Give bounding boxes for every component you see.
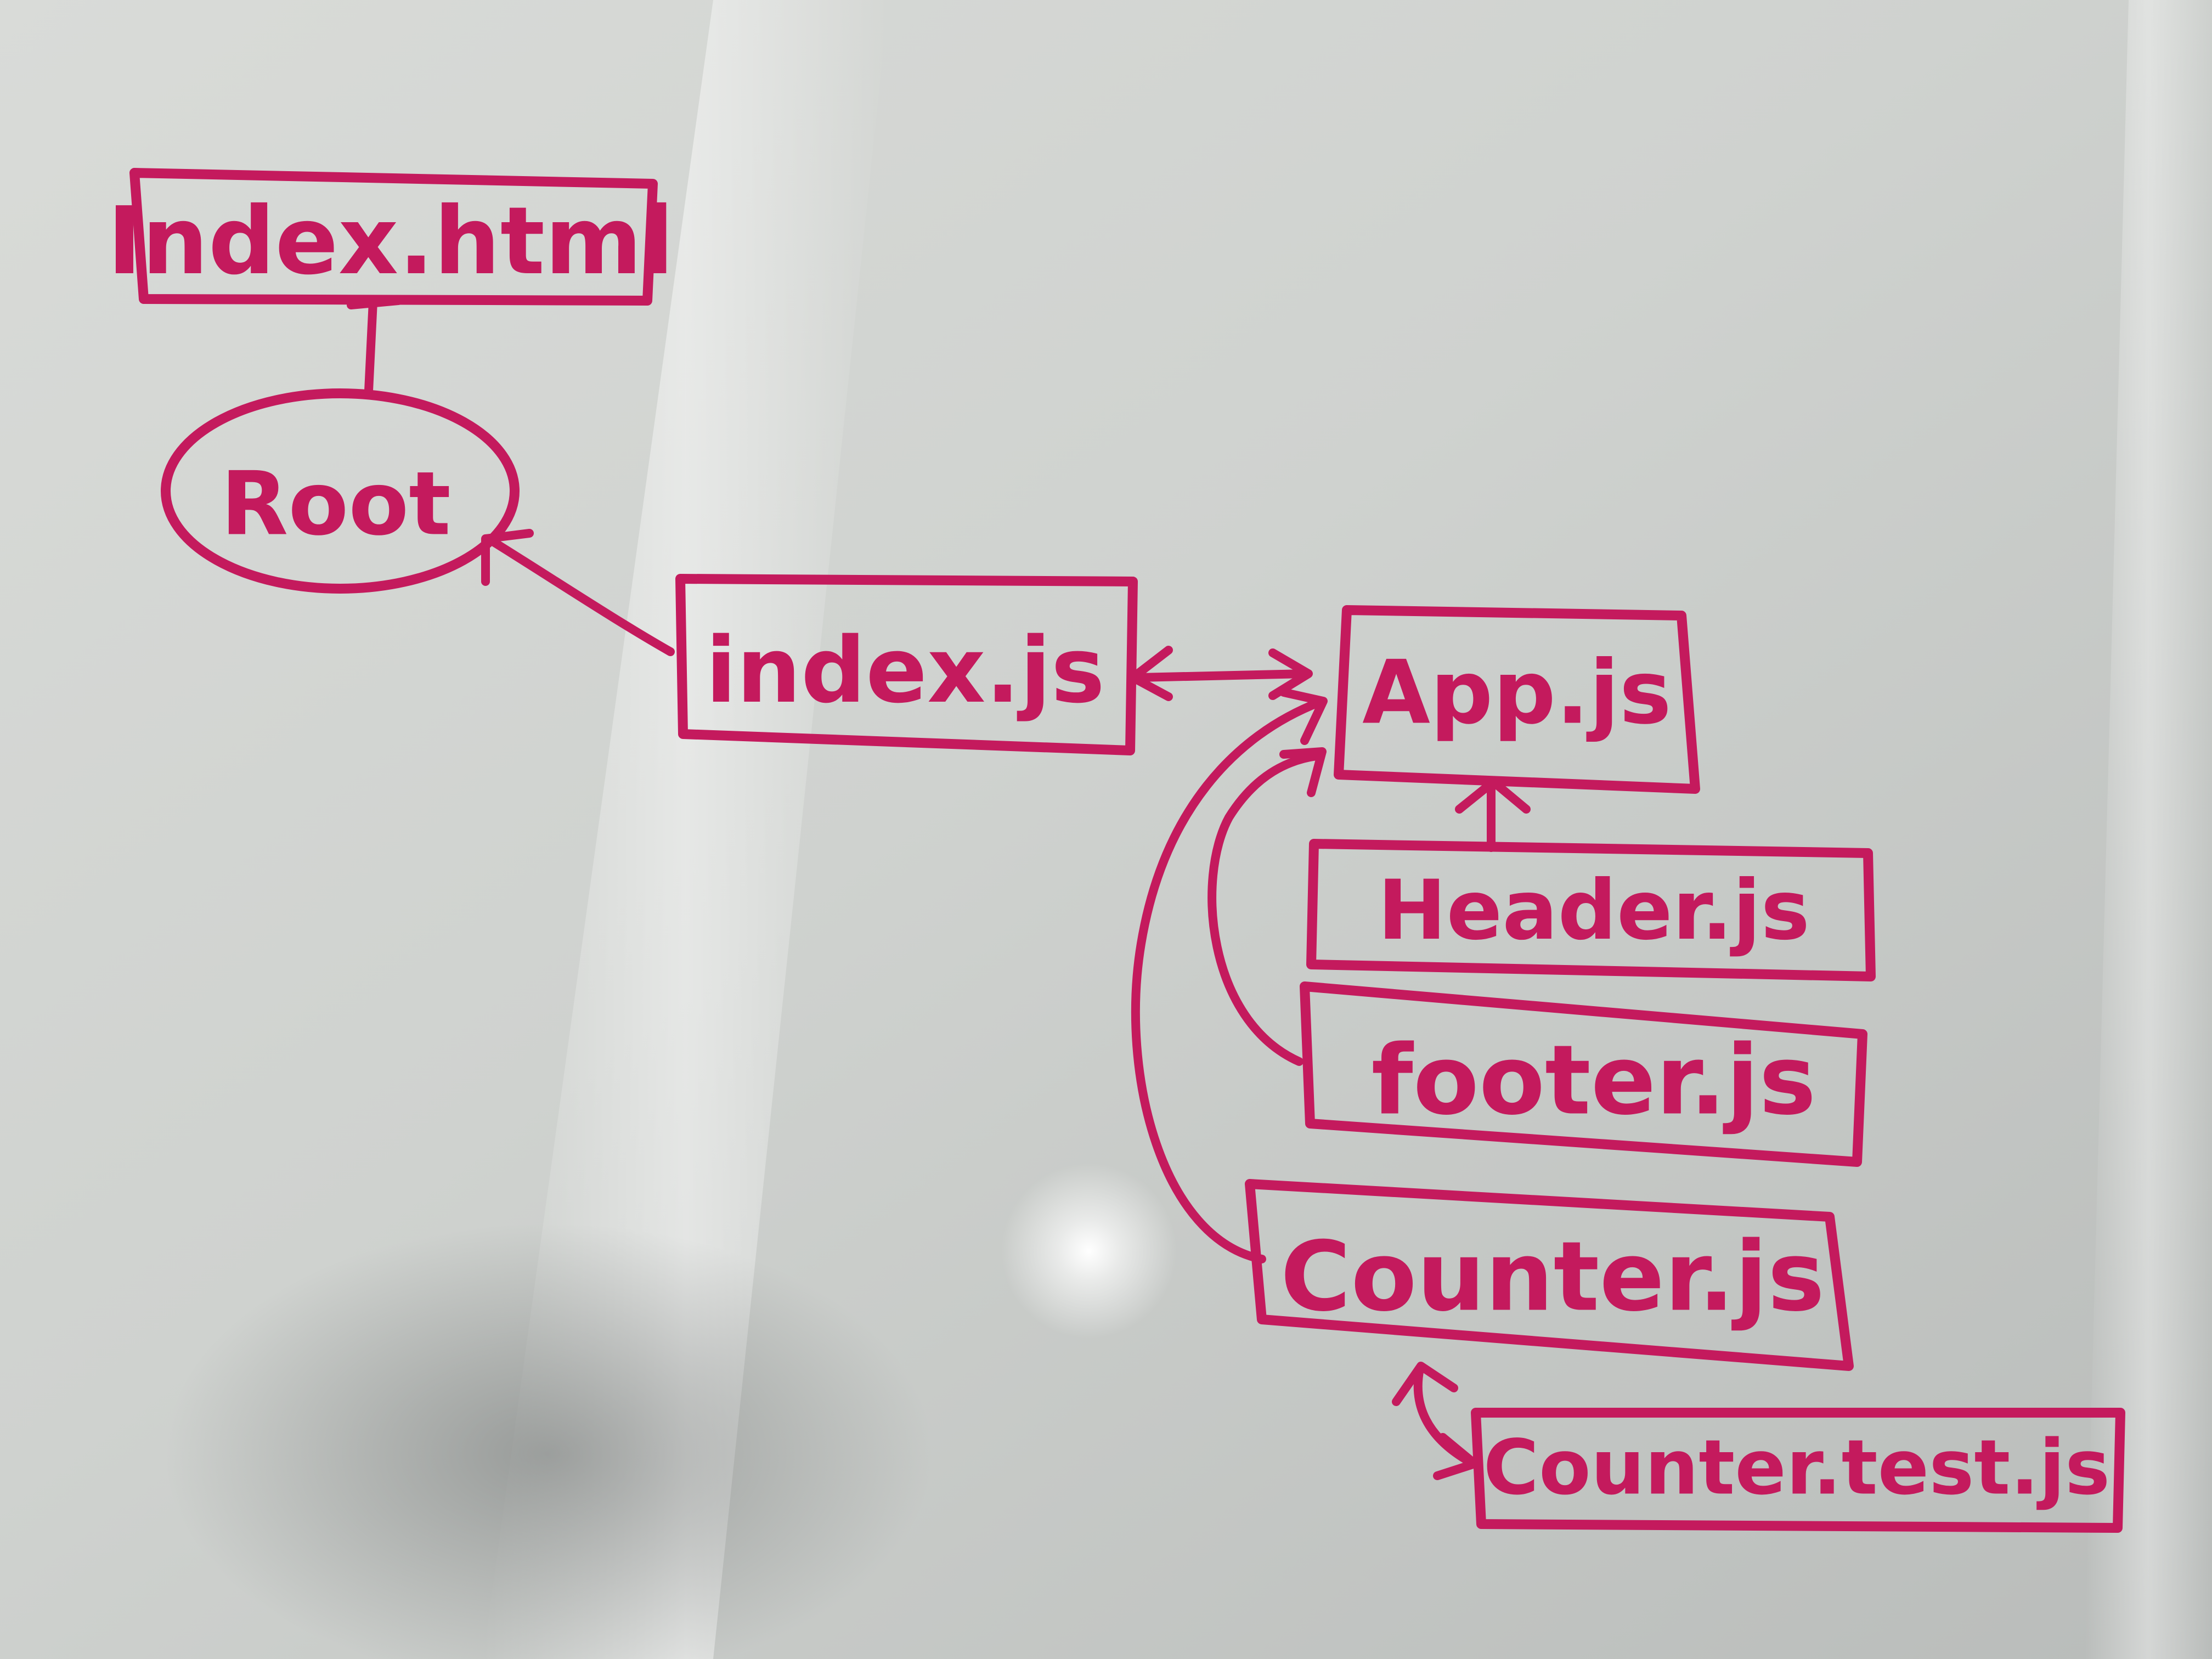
node-label-app-js: App.js xyxy=(1362,641,1672,744)
nodes-layer: Index.html Root index.js App.js Header.j… xyxy=(107,168,2125,1533)
arrowhead-app-js-footer xyxy=(1279,747,1327,797)
edge-index-js-to-root xyxy=(487,536,675,656)
node-label-root: Root xyxy=(221,453,451,555)
reflection-stripe xyxy=(2085,0,2212,1659)
node-label-header-js: Header.js xyxy=(1378,863,1810,958)
node-box-app-js xyxy=(1334,605,1700,794)
node-label-index-js: index.js xyxy=(706,618,1105,723)
node-box-index-html xyxy=(129,168,658,306)
edge-root-to-index-html xyxy=(364,297,377,395)
node-box-footer-js xyxy=(1300,981,1867,1167)
node-label-footer-js: footer.js xyxy=(1372,1025,1816,1137)
arrowhead-app-js-counter xyxy=(1279,688,1328,745)
node-label-index-html: Index.html xyxy=(107,187,674,296)
node-box-index-js xyxy=(675,574,1138,755)
glare-spot xyxy=(1001,1163,1177,1339)
node-box-counter-test-js xyxy=(1471,1408,2125,1533)
edge-footer-js-to-app-js xyxy=(1207,752,1321,1066)
node-label-counter-js: Counter.js xyxy=(1280,1222,1825,1333)
edge-counter-js-to-app-js xyxy=(1131,698,1324,1263)
node-box-counter-js xyxy=(1245,1179,1854,1371)
node-label-counter-test-js: Counter.test.js xyxy=(1483,1424,2110,1512)
edge-index-js-to-app-js xyxy=(1134,669,1310,682)
node-box-header-js xyxy=(1306,839,1876,981)
arrowhead-counter-js xyxy=(1392,1362,1458,1406)
shadow-blob xyxy=(165,1223,933,1659)
node-ellipse-root xyxy=(161,388,520,594)
